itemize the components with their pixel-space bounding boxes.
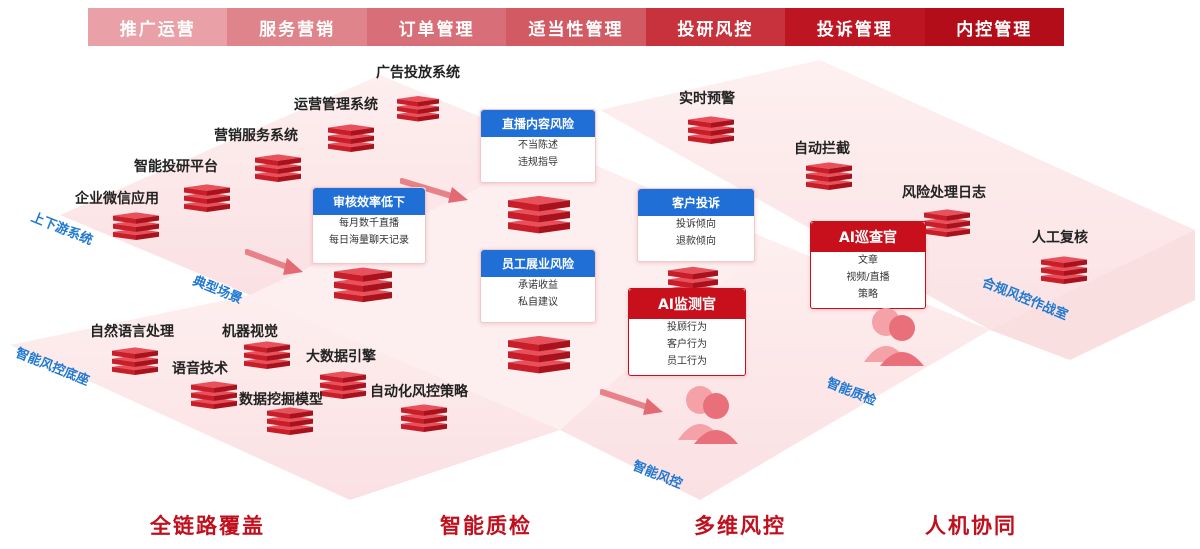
card-line: 每日海量聊天记录	[329, 235, 409, 246]
tab-suitability[interactable]: 适当性管理	[506, 8, 646, 46]
card-line: 不当陈述	[518, 140, 558, 151]
tab-complaint[interactable]: 投诉管理	[785, 8, 925, 46]
arrow-right-icon	[400, 178, 468, 203]
card-line: 投诉倾向	[676, 219, 716, 230]
label-vision: 机器视觉	[222, 324, 278, 340]
tab-order-management[interactable]: 订单管理	[366, 8, 507, 46]
card-title: 员工展业风险	[481, 250, 595, 277]
arrow-right-icon	[245, 249, 303, 275]
card-ai-monitor[interactable]: AI监测官 投顾行为 客户行为 员工行为	[628, 288, 746, 376]
card-title: 客户投诉	[638, 189, 754, 216]
label-auto-strategy: 自动化风控策略	[370, 384, 468, 400]
card-title: AI监测官	[629, 289, 745, 319]
server-stack-icon	[1041, 256, 1087, 284]
label-ad-system: 广告投放系统	[376, 65, 460, 81]
server-stack-icon	[508, 335, 570, 374]
floor-battle	[990, 230, 1195, 360]
card-title: 直播内容风险	[481, 110, 595, 137]
server-stack-icon	[401, 404, 447, 432]
bottom-label-multi-risk: 多维风控	[694, 514, 786, 538]
card-line: 视频/直播	[846, 272, 890, 283]
card-line: 退款倾向	[676, 236, 716, 247]
server-stack-icon	[320, 371, 366, 399]
floor-base	[10, 295, 560, 500]
label-speech: 语音技术	[172, 361, 228, 377]
card-line: 员工行为	[667, 356, 707, 367]
card-line: 客户行为	[667, 339, 707, 350]
tab-research-risk[interactable]: 投研风控	[645, 8, 786, 46]
card-title: AI巡查官	[811, 222, 925, 252]
server-stack-icon	[113, 212, 159, 240]
person-icon	[678, 386, 738, 444]
server-stack-icon	[688, 116, 734, 144]
label-data-mining: 数据挖掘模型	[239, 392, 323, 408]
card-live-content-risk[interactable]: 直播内容风险 不当陈述 违规指导	[480, 109, 596, 183]
card-line: 文章	[858, 255, 878, 266]
label-research-platform: 智能投研平台	[134, 159, 218, 175]
label-ops-system: 运营管理系统	[294, 97, 378, 113]
card-line: 每月数千直播	[339, 218, 399, 229]
label-auto-intercept: 自动拦截	[794, 141, 850, 157]
card-line: 投顾行为	[667, 322, 707, 333]
arrow-right-icon	[600, 389, 663, 415]
server-stack-icon	[397, 96, 439, 122]
server-stack-icon	[112, 347, 158, 375]
scenario-tab-bar: 推广运营 服务营销 订单管理 适当性管理 投研风控 投诉管理 内控管理	[88, 8, 1064, 46]
tab-service-marketing[interactable]: 服务营销	[227, 8, 367, 46]
bottom-label-full-chain: 全链路覆盖	[150, 514, 265, 538]
person-icon	[864, 308, 924, 366]
label-wecom-app: 企业微信应用	[75, 191, 159, 207]
card-ai-inspector[interactable]: AI巡查官 文章 视频/直播 策略	[810, 221, 926, 309]
label-risk-log: 风险处理日志	[902, 185, 986, 201]
card-audit-efficiency[interactable]: 审核效率低下 每月数千直播 每日海量聊天记录	[312, 187, 426, 264]
card-staff-risk[interactable]: 员工展业风险 承诺收益 私自建议	[480, 249, 596, 323]
bottom-label-human-ai: 人机协同	[925, 514, 1017, 538]
server-stack-icon	[255, 154, 301, 182]
label-manual-review: 人工复核	[1032, 230, 1088, 246]
server-stack-icon	[334, 267, 392, 303]
card-line: 承诺收益	[518, 280, 558, 291]
label-bigdata: 大数据引擎	[306, 349, 376, 365]
server-stack-icon	[267, 407, 313, 435]
server-stack-icon	[806, 162, 852, 190]
server-stack-icon	[508, 195, 570, 234]
card-line: 违规指导	[518, 157, 558, 168]
server-stack-icon	[328, 124, 374, 152]
bottom-label-smart-qc: 智能质检	[440, 514, 532, 538]
label-realtime-alert: 实时预警	[679, 91, 735, 107]
card-line: 策略	[858, 289, 878, 300]
tab-promotion[interactable]: 推广运营	[88, 8, 228, 46]
server-stack-icon	[184, 184, 230, 212]
label-marketing-system: 营销服务系统	[214, 128, 298, 144]
floor-upstream	[60, 75, 560, 295]
server-stack-icon	[244, 341, 290, 369]
label-nlp: 自然语言处理	[90, 324, 174, 340]
card-customer-complaint[interactable]: 客户投诉 投诉倾向 退款倾向	[637, 188, 755, 262]
card-line: 私自建议	[518, 297, 558, 308]
tab-internal-control[interactable]: 内控管理	[924, 8, 1064, 46]
server-stack-icon	[924, 209, 970, 237]
card-title: 审核效率低下	[313, 188, 425, 215]
server-stack-icon	[191, 381, 237, 409]
